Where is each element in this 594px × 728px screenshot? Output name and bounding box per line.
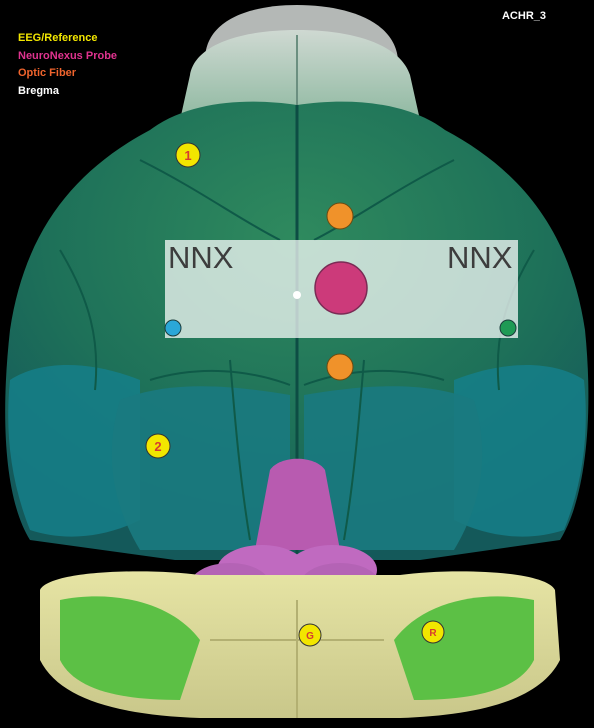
legend-bregma: Bregma xyxy=(18,84,59,97)
legend-eeg: EEG/Reference xyxy=(18,32,98,44)
ground-marker-label: G xyxy=(306,631,314,642)
optic-fiber-marker-posterior xyxy=(326,353,354,381)
bregma-marker xyxy=(293,291,301,299)
reference-marker-label: R xyxy=(429,628,437,639)
right-contact-marker xyxy=(499,319,517,337)
cerebellum xyxy=(40,571,560,718)
eeg-marker-2-label: 2 xyxy=(154,439,161,454)
eeg-marker-2: 2 xyxy=(145,433,171,459)
legend-neuronexus: NeuroNexus Probe xyxy=(18,49,118,62)
ground-marker: G xyxy=(298,623,322,647)
neuronexus-probe-marker xyxy=(314,261,368,315)
reference-marker: R xyxy=(421,620,445,644)
eeg-marker-1-label: 1 xyxy=(184,148,191,163)
eeg-marker-1: 1 xyxy=(175,142,201,168)
legend-optic-fiber: Optic Fiber xyxy=(18,67,77,79)
subject-id: ACHR_3 xyxy=(501,10,546,22)
legend: EEG/Reference NeuroNexus Probe Optic Fib… xyxy=(18,30,117,100)
olfactory-bulbs xyxy=(180,5,420,120)
optic-fiber-marker-anterior xyxy=(326,202,354,230)
left-contact-marker xyxy=(164,319,182,337)
nnx-right-label: NNX xyxy=(447,240,513,275)
nnx-left-label: NNX xyxy=(168,240,234,275)
